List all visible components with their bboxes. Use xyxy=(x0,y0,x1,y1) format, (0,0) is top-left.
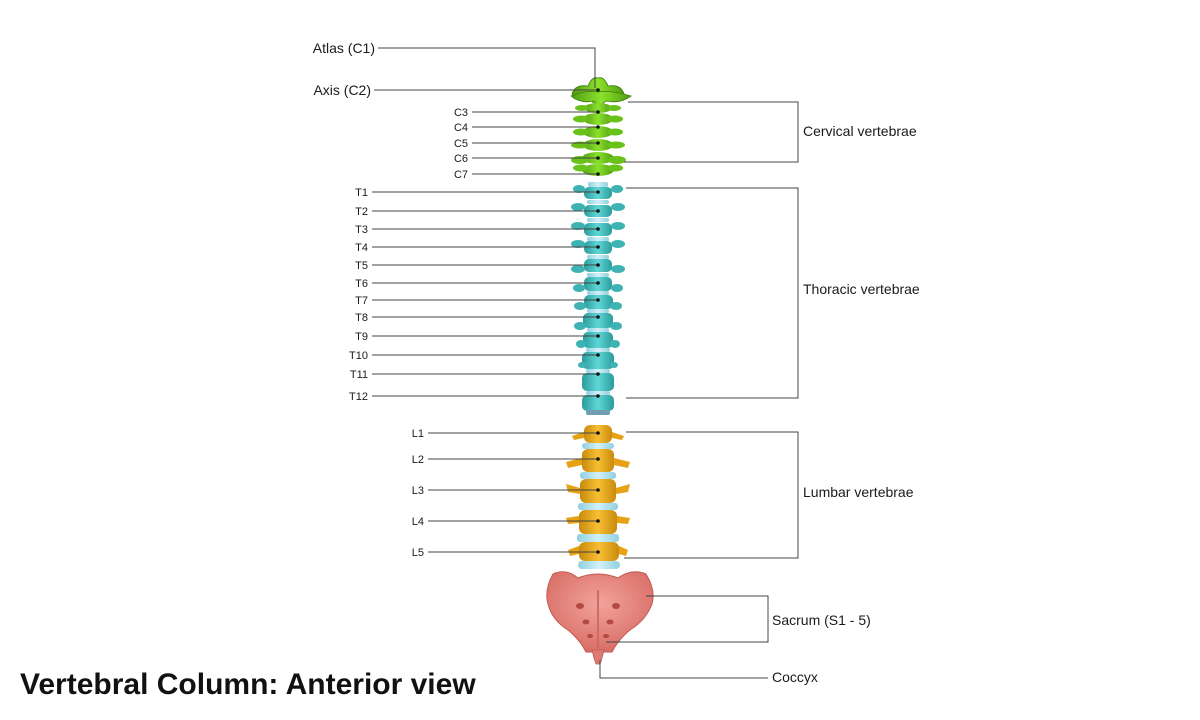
label-l1: L1 xyxy=(412,428,424,440)
label-lumbar-vertebrae: Lumbar vertebrae xyxy=(803,484,914,500)
label-dots xyxy=(596,88,600,554)
label-t6: T6 xyxy=(355,278,368,290)
label-t2: T2 xyxy=(355,206,368,218)
label-t8: T8 xyxy=(355,312,368,324)
label-l4: L4 xyxy=(412,516,424,528)
page-title: Vertebral Column: Anterior view xyxy=(20,668,476,701)
label-t12: T12 xyxy=(349,391,368,403)
spine-illustration xyxy=(546,77,654,665)
label-l5: L5 xyxy=(412,547,424,559)
label-thoracic-vertebrae: Thoracic vertebrae xyxy=(803,281,920,297)
label-l2: L2 xyxy=(412,454,424,466)
label-t3: T3 xyxy=(355,224,368,236)
left-labels: Atlas (C1) Axis (C2) C3 C4 C5 C6 C7 T1 T… xyxy=(313,40,468,559)
label-c7: C7 xyxy=(454,169,468,181)
label-c3: C3 xyxy=(454,107,468,119)
label-axis: Axis (C2) xyxy=(313,82,371,98)
sacrum-bone xyxy=(546,571,654,653)
label-atlas: Atlas (C1) xyxy=(313,40,375,56)
axis-bone xyxy=(570,91,632,107)
leader-lines xyxy=(372,47,799,679)
lumbar-bones xyxy=(566,425,630,569)
cervical-bones xyxy=(571,103,626,176)
label-t9: T9 xyxy=(355,331,368,343)
label-t1: T1 xyxy=(355,187,368,199)
label-t5: T5 xyxy=(355,260,368,272)
label-c5: C5 xyxy=(454,138,468,150)
label-c6: C6 xyxy=(454,153,468,165)
label-t4: T4 xyxy=(355,242,368,254)
label-t10: T10 xyxy=(349,350,368,362)
label-coccyx: Coccyx xyxy=(772,669,818,685)
coccyx-bone xyxy=(591,649,605,665)
label-t11: T11 xyxy=(350,369,368,381)
label-sacrum: Sacrum (S1 - 5) xyxy=(772,612,871,628)
label-l3: L3 xyxy=(412,485,424,497)
label-cervical-vertebrae: Cervical vertebrae xyxy=(803,123,917,139)
region-labels: Cervical vertebrae Thoracic vertebrae Lu… xyxy=(772,123,920,685)
label-t7: T7 xyxy=(355,295,368,307)
label-c4: C4 xyxy=(454,122,468,134)
